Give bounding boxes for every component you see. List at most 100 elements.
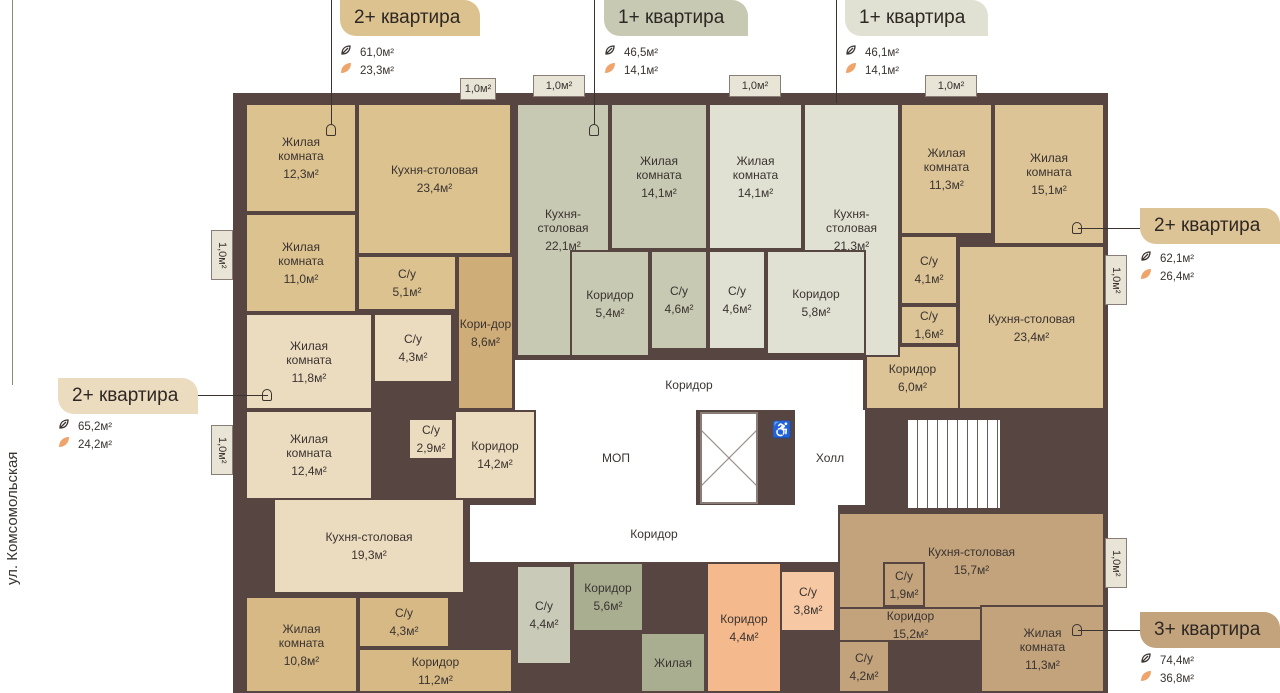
room-area: 4,4м² [529, 617, 559, 631]
room-name: Жилая [654, 655, 692, 670]
living-area: 26,4м² [1140, 268, 1194, 286]
room-name: Жилая комната [278, 621, 325, 650]
total-area-value: 74,4м² [1160, 654, 1195, 667]
room-area: 5,4м² [595, 305, 625, 320]
room[interactable]: Холл [795, 410, 865, 505]
room-area: 3,8м² [793, 603, 823, 617]
stairs [908, 420, 1000, 508]
balcony: 1,0м² [729, 75, 781, 97]
room[interactable]: Коридор [470, 505, 838, 562]
balcony: 1,0м² [211, 425, 233, 475]
total-area: 46,5м² [604, 44, 658, 62]
apartment-tag[interactable]: 1+ квартира [845, 0, 988, 36]
living-area: 14,1м² [604, 62, 658, 80]
room-area: 11,8м² [291, 370, 327, 385]
room-name: Коридор [792, 286, 840, 301]
room-name: Кухня-столовая [927, 545, 1016, 559]
apartment-tag[interactable]: 2+ квартира [1140, 208, 1280, 244]
room[interactable]: Жилая [640, 632, 706, 693]
living-area: 24,2м² [58, 436, 112, 454]
total-area-value: 46,5м² [624, 46, 659, 59]
room-name: С/у [799, 585, 817, 599]
room-name: Коридор [586, 287, 634, 302]
room-area: 10,8м² [283, 653, 320, 668]
room[interactable]: С/у 4,2м² [838, 640, 890, 693]
room-name: Жилая комната [732, 153, 779, 182]
living-area-value: 23,3м² [360, 64, 395, 77]
room-area: 4,2м² [849, 668, 879, 683]
leader-line [1078, 630, 1140, 631]
room-area: 21,3м² [833, 239, 870, 253]
room-name: Коридор [471, 439, 519, 453]
elevator [700, 412, 758, 504]
room[interactable]: МОП [536, 410, 696, 505]
room[interactable]: Коридор 14,2м² [454, 410, 536, 500]
room-area: 11,3м² [929, 178, 964, 192]
room-name: С/у [398, 267, 416, 281]
apartment-tag[interactable]: 3+ квартира [1140, 612, 1280, 648]
room[interactable]: Коридор [515, 360, 863, 410]
total-area: 62,1м² [1140, 250, 1194, 268]
room-area: 4,6м² [664, 302, 694, 316]
leader-line [1078, 228, 1140, 229]
leader-line [836, 0, 837, 125]
room-name: Коридор [886, 608, 935, 623]
accessibility-icon: ♿ [772, 422, 792, 439]
room[interactable]: Коридор 5,4м² [570, 250, 650, 357]
room-name: С/у [422, 423, 440, 437]
room-name: С/у [920, 309, 938, 323]
entrance-pin-icon [1072, 624, 1082, 636]
room-name: С/у [728, 284, 746, 298]
apartment-tag[interactable]: 2+ квартира [340, 0, 480, 36]
balcony: 1,0м² [533, 75, 585, 97]
leader-line [594, 0, 595, 125]
room-name: С/у [855, 650, 873, 665]
room-area: 4,3м² [389, 624, 419, 638]
apartment-tag[interactable]: 2+ квартира [58, 378, 198, 414]
room-area: 5,1м² [392, 285, 422, 299]
room-area: 11,0м² [283, 272, 319, 286]
room[interactable]: Жилая комната 10,8м² [245, 596, 358, 693]
entrance-pin-icon [262, 389, 272, 401]
room-area: 14,2м² [477, 457, 513, 471]
room-name: МОП [602, 450, 630, 465]
room-name: Кухня-столовая [537, 207, 589, 235]
room[interactable]: С/у 3,8м² [780, 570, 836, 632]
leaf-outline-icon [340, 44, 352, 62]
room[interactable]: С/у 5,1м² [357, 255, 457, 311]
living-area-value: 14,1м² [624, 64, 659, 77]
street-label: ул. Комсомольская [4, 451, 21, 585]
room-name: Коридор [888, 361, 937, 376]
apartment-tag[interactable]: 1+ квартира [604, 0, 748, 36]
